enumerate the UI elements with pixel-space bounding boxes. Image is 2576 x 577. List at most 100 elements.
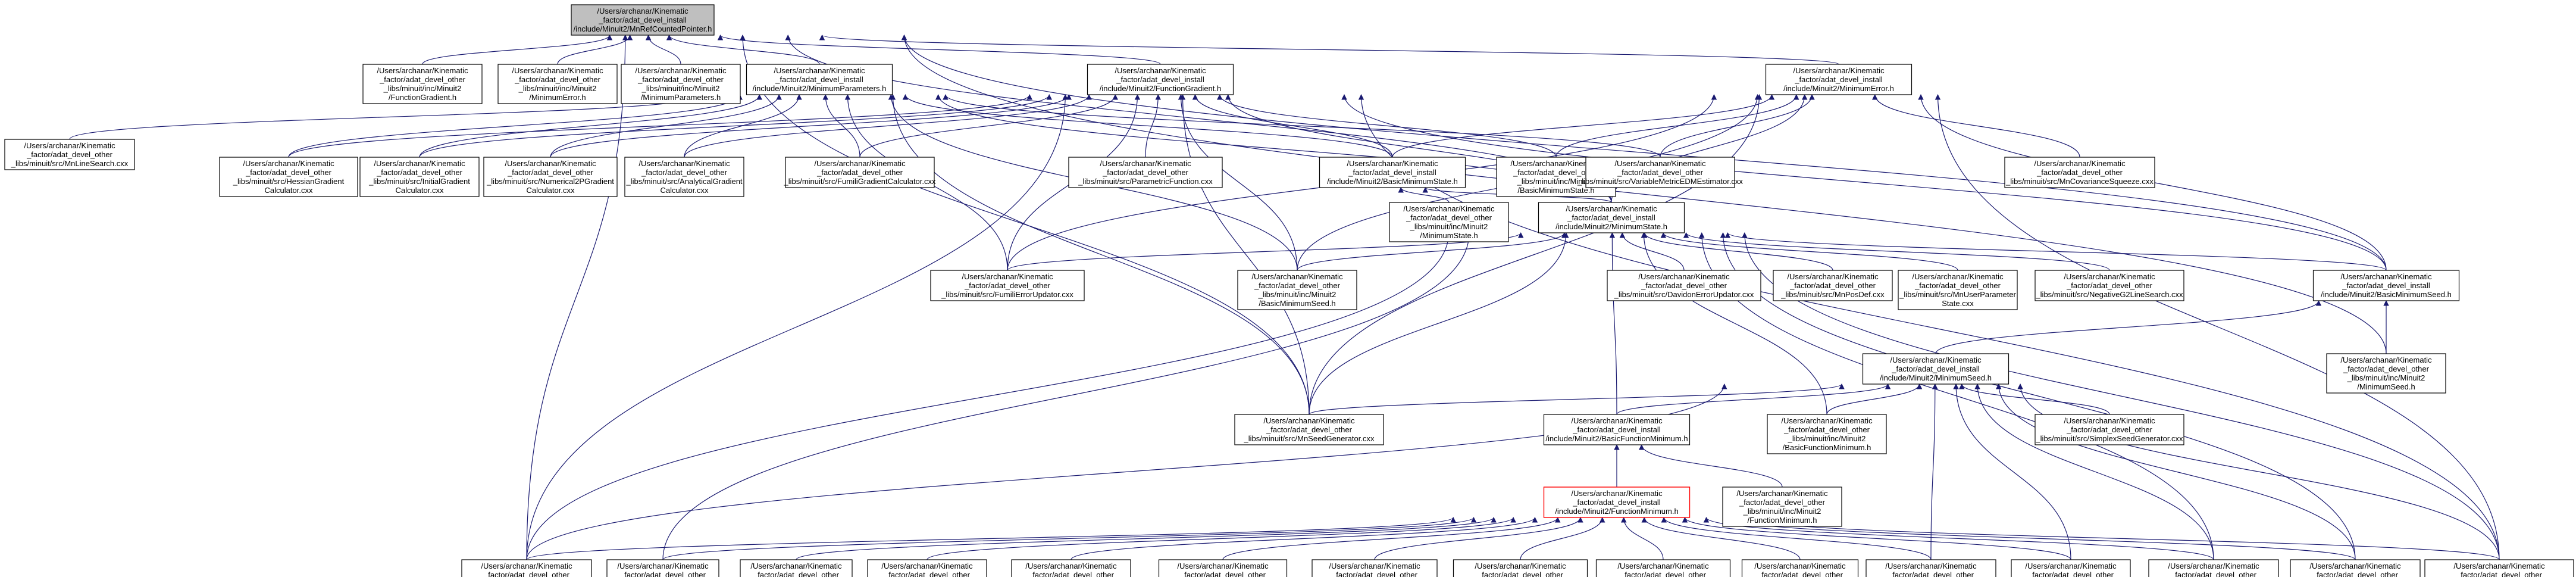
node-fg[interactable]: /Users/archanar/Kinematic_factor/adat_de… [362,64,483,104]
node-fb[interactable]: /Users/archanar/Kinematic_factor/adat_de… [461,559,592,577]
node-me[interactable]: /Users/archanar/Kinematic_factor/adat_de… [497,64,618,104]
node-mcont[interactable]: /Users/archanar/Kinematic_factor/adat_de… [1312,559,1438,577]
node-label-line: _factor/adat_devel_other [1888,570,1974,577]
node-label-line: _factor/adat_devel_other [1789,281,1876,290]
node-label-line: _libs/minuit/src/MnSeedGenerator.cxx [1244,434,1375,443]
node-fbh[interactable]: /Users/archanar/Kinematic_factor/adat_de… [867,559,987,577]
node-fmz[interactable]: /Users/archanar/Kinematic_factor/adat_de… [1866,559,1996,577]
node-mp[interactable]: /Users/archanar/Kinematic_factor/adat_de… [746,64,893,95]
edge-scb-to-msi [1720,232,2356,560]
node-box-msi [1538,202,1685,233]
node-root[interactable]: /Users/archanar/Kinematic_factor/adat_de… [571,4,715,36]
node-msg[interactable]: /Users/archanar/Kinematic_factor/adat_de… [1234,414,1384,445]
node-label-line: /Users/archanar/Kinematic [1736,489,1828,498]
node-vmb[interactable]: /Users/archanar/Kinematic_factor/adat_de… [2424,559,2574,577]
edge-mfc-to-fmi [1620,517,1664,560]
node-mpr[interactable]: /Users/archanar/Kinematic_factor/adat_de… [740,559,853,577]
node-box-me [497,64,618,104]
node-bmseo[interactable]: /Users/archanar/Kinematic_factor/adat_de… [1237,270,1357,310]
node-label-line: /Users/archanar/Kinematic [2309,562,2401,570]
node-mfc[interactable]: /Users/archanar/Kinematic_factor/adat_de… [1595,559,1731,577]
node-label-line: _factor/adat_devel_other [2027,570,2114,577]
node-box-igc [359,157,480,197]
node-vme[interactable]: /Users/archanar/Kinematic_factor/adat_de… [1577,157,1743,188]
node-bmsi[interactable]: /Users/archanar/Kinematic_factor/adat_de… [1319,157,1466,188]
nodes-layer: /Users/archanar/Kinematic _factor/adat_de… [4,4,2574,577]
node-mmin[interactable]: /Users/archanar/Kinematic_factor/adat_de… [1741,559,1859,577]
node-box-feu [930,270,1085,301]
node-label-line: _libs/minuit/src/DavidonErrorUpdator.cxx [1614,290,1754,299]
edge-mcs-to-mei [1872,94,2080,158]
node-mei[interactable]: /Users/archanar/Kinematic_factor/adat_de… [1765,64,1913,95]
node-label-line: /BasicFunctionMinimum.h [1783,443,1871,452]
node-label-line: _factor/adat_devel_other [2456,570,2542,577]
node-cmb[interactable]: /Users/archanar/Kinematic_factor/adat_de… [1010,559,1131,577]
node-mfmz[interactable]: /Users/archanar/Kinematic_factor/adat_de… [2011,559,2131,577]
node-mh[interactable]: /Users/archanar/Kinematic_factor/adat_de… [606,559,719,577]
node-bfmi[interactable]: /Users/archanar/Kinematic_factor/adat_de… [1543,414,1691,445]
node-label-line: /Users/archanar/Kinematic [774,66,865,75]
node-label-line: _factor/adat_devel_other [1783,425,1870,434]
edge-mmin-to-fmi [1641,517,1801,560]
node-scb[interactable]: /Users/archanar/Kinematic_factor/adat_de… [2290,559,2421,577]
node-label-line: _libs/minuit/inc/Minuit2 [2347,373,2425,382]
edge-igc-to-fgi [419,94,1052,158]
node-label-line: _libs/minuit/inc/Minuit2 [1517,177,1595,186]
node-label-line: _factor/adat_devel_install [1116,75,1204,84]
node-fmo[interactable]: /Users/archanar/Kinematic_factor/adat_de… [1722,486,1842,527]
edge-mfm-to-fmi [1520,517,1605,560]
node-label-line: /Users/archanar/Kinematic [374,159,465,168]
node-box-mups [1898,270,2018,310]
node-fmi[interactable]: /Users/archanar/Kinematic_factor/adat_de… [1543,486,1691,518]
node-mups[interactable]: /Users/archanar/Kinematic_factor/adat_de… [1898,270,2018,310]
node-n2ls[interactable]: /Users/archanar/Kinematic_factor/adat_de… [2034,270,2184,301]
node-label-line: /Users/archanar/Kinematic [1510,159,1602,168]
edge-bmseo-to-msi [1297,232,1567,271]
edge-msg-to-mp [890,94,1310,415]
node-box-hgc [219,157,358,197]
node-msi[interactable]: /Users/archanar/Kinematic_factor/adat_de… [1538,202,1685,233]
node-mnls[interactable]: /Users/archanar/Kinematic_factor/adat_de… [4,139,135,170]
node-box-agc [624,157,744,197]
node-box-deu [1607,270,1761,301]
node-igc[interactable]: /Users/archanar/Kinematic_factor/adat_de… [359,157,480,197]
node-label-line: /Users/archanar/Kinematic [1403,204,1495,213]
edge-msg-to-mei [1309,94,1763,415]
node-label-line: /Users/archanar/Kinematic [1025,562,1117,570]
edge-fb-to-msi [526,232,1452,560]
edge-mcont-to-fmi [1374,517,1583,560]
node-label-line: /Users/archanar/Kinematic [1251,272,1343,281]
node-mso[interactable]: /Users/archanar/Kinematic_factor/adat_de… [1389,202,1509,242]
node-box-msi2 [1862,353,2010,385]
node-bmsei[interactable]: /Users/archanar/Kinematic_factor/adat_de… [2312,270,2460,301]
node-n2gc[interactable]: /Users/archanar/Kinematic_factor/adat_de… [483,157,618,197]
node-mseo[interactable]: /Users/archanar/Kinematic_factor/adat_de… [2326,353,2446,394]
node-msi2[interactable]: /Users/archanar/Kinematic_factor/adat_de… [1862,353,2010,385]
node-box-bfmo [1767,414,1887,454]
node-fgc[interactable]: /Users/archanar/Kinematic_factor/adat_de… [783,157,936,188]
node-mpo[interactable]: /Users/archanar/Kinematic_factor/adat_de… [621,64,741,104]
node-deu[interactable]: /Users/archanar/Kinematic_factor/adat_de… [1607,270,1761,301]
edge-fmz-to-msi2 [1930,383,1938,560]
node-label-line: /Users/archanar/Kinematic [750,562,842,570]
node-feu[interactable]: /Users/archanar/Kinematic_factor/adat_de… [930,270,1085,301]
node-box-n2gc [483,157,618,197]
node-label-line: _libs/minuit/src/FumiliGradientCalculato… [783,177,936,186]
node-label-line: Calculator.cxx [396,186,444,195]
node-hgc[interactable]: /Users/archanar/Kinematic_factor/adat_de… [219,157,358,197]
node-ssg[interactable]: /Users/archanar/Kinematic_factor/adat_de… [2034,414,2184,445]
node-mpd[interactable]: /Users/archanar/Kinematic_factor/adat_de… [1773,270,1893,301]
node-sb[interactable]: /Users/archanar/Kinematic_factor/adat_de… [2148,559,2279,577]
edge-vme-to-mp [943,94,1661,158]
node-mcs[interactable]: /Users/archanar/Kinematic_factor/adat_de… [2004,157,2155,188]
node-bfmo[interactable]: /Users/archanar/Kinematic_factor/adat_de… [1767,414,1887,454]
node-mfm[interactable]: /Users/archanar/Kinematic_factor/adat_de… [1453,559,1588,577]
edge-bmso-to-mei [1555,94,1799,158]
node-box-mapp [1158,559,1288,577]
node-pf[interactable]: /Users/archanar/Kinematic_factor/adat_de… [1068,157,1223,188]
node-mapp[interactable]: /Users/archanar/Kinematic_factor/adat_de… [1158,559,1288,577]
edge-mh-to-msi [662,232,1472,560]
node-fgi[interactable]: /Users/archanar/Kinematic_factor/adat_de… [1087,64,1234,95]
node-agc[interactable]: /Users/archanar/Kinematic_factor/adat_de… [624,157,744,197]
